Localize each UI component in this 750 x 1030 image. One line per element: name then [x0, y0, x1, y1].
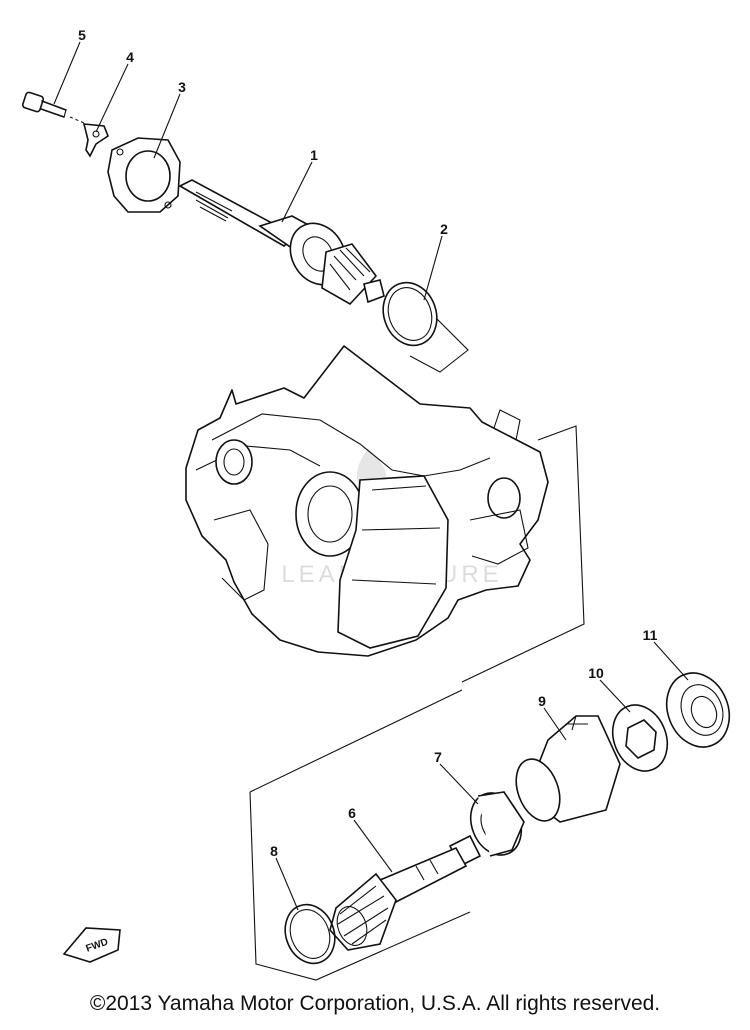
o-ring-lower-part	[284, 903, 336, 965]
callout-11: 11	[643, 627, 658, 643]
callout-7: 7	[434, 749, 442, 765]
leader-lines	[53, 41, 689, 911]
callout-6: 6	[348, 805, 356, 821]
bearing-housing-part	[515, 715, 621, 823]
ball-bearing-part	[469, 791, 525, 857]
o-ring-upper-part	[382, 281, 438, 347]
upper-shaft-assembly	[21, 91, 469, 373]
callout-2: 2	[440, 221, 448, 237]
callout-4: 4	[126, 49, 134, 65]
lower-shaft-assembly	[249, 672, 731, 981]
retainer-plate-part	[107, 137, 181, 213]
lock-washer-part	[82, 123, 109, 158]
lock-nut-part	[611, 704, 669, 772]
drive-shaft-part	[178, 179, 385, 306]
callout-9: 9	[538, 693, 546, 709]
copyright-notice: ©2013 Yamaha Motor Corporation, U.S.A. A…	[89, 992, 661, 1015]
callout-10: 10	[588, 665, 604, 681]
fwd-arrow-icon: FWD	[62, 927, 121, 963]
bolt-part	[21, 91, 97, 129]
callout-8: 8	[270, 843, 278, 859]
callout-1: 1	[310, 147, 318, 163]
oil-seal-part	[665, 672, 731, 748]
callouts: 5 4 3 1 2 11 10 9 7 6 8	[78, 27, 658, 859]
gear-shaft-part	[329, 834, 482, 951]
crankcase-part	[185, 345, 585, 683]
callout-3: 3	[178, 79, 186, 95]
callout-5: 5	[78, 27, 86, 43]
